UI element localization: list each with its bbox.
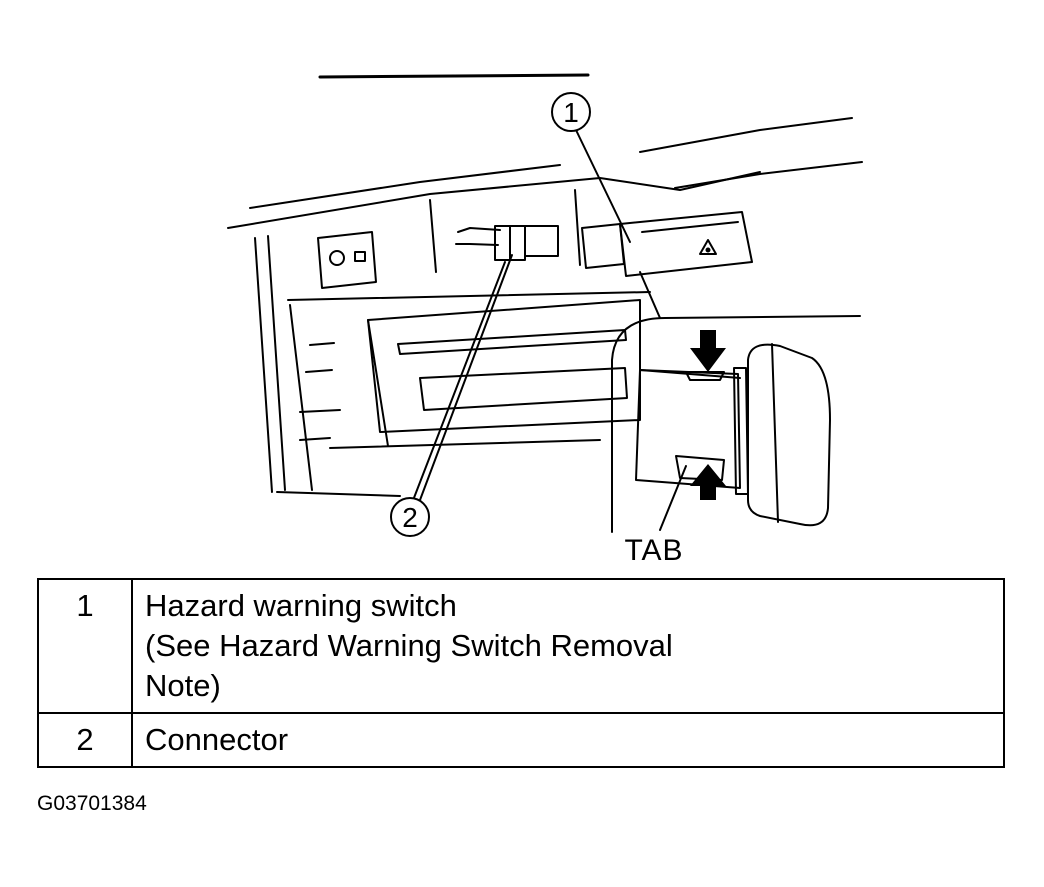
console-ridge <box>367 319 389 447</box>
top-edge-line <box>318 73 590 79</box>
panel-top-shelf <box>287 291 651 301</box>
radio-lower <box>329 439 601 449</box>
connector-wires <box>455 227 501 246</box>
inset-collar <box>733 367 749 495</box>
inset-switch-ridge <box>771 343 779 523</box>
dash-upper-edge <box>639 117 853 153</box>
inset-switch-housing <box>635 369 741 489</box>
legend-line: Hazard warning switch <box>145 588 457 623</box>
hazard-triangle <box>699 239 717 255</box>
table-row: 1 Hazard warning switch (See Hazard Warn… <box>37 578 1005 714</box>
table-row: 2 Connector <box>37 712 1005 768</box>
figure-id: G03701384 <box>37 792 147 815</box>
radio-slot-1 <box>397 329 627 355</box>
switch-face <box>641 221 739 233</box>
switch-body <box>619 211 753 277</box>
panel-bottom-line <box>276 491 401 497</box>
leader-2a <box>419 254 513 501</box>
legend-line: Note) <box>145 668 221 703</box>
hazard-switch-diagram: 1 2 TAB <box>227 73 863 567</box>
bracket-hole-round <box>329 250 345 266</box>
inset-housing-top <box>639 369 741 379</box>
opening-left <box>429 199 437 273</box>
tab-leader <box>659 465 687 531</box>
panel-inner-left <box>289 304 313 491</box>
callout-1: 1 <box>551 92 591 132</box>
legend-description: Hazard warning switch (See Hazard Warnin… <box>131 578 1005 714</box>
inset-tab-lower <box>675 455 725 481</box>
connector-body-side <box>524 225 559 257</box>
bracket <box>317 231 377 289</box>
callout-2-label: 2 <box>402 502 418 533</box>
leader-1 <box>575 129 631 243</box>
legend-number: 2 <box>37 712 133 768</box>
legend-description: Connector <box>131 712 1005 768</box>
radio-outline <box>367 299 641 433</box>
panel-left-vertical-1 <box>254 237 273 493</box>
arrow-up-icon <box>690 464 726 500</box>
inset-tab-upper <box>685 371 725 381</box>
legend-line: (See Hazard Warning Switch Removal <box>145 628 673 663</box>
radio-slot-2 <box>419 367 628 411</box>
callout-2: 2 <box>390 497 430 537</box>
opening-right <box>574 189 581 266</box>
radio-lower-2 <box>299 342 341 441</box>
dash-mid-edge <box>249 164 561 209</box>
tab-label: TAB <box>624 534 683 567</box>
link-line <box>639 271 661 319</box>
inset-frame <box>611 315 861 533</box>
switch-back <box>581 223 625 269</box>
inset-switch-face <box>747 343 831 527</box>
arrow-down-icon <box>690 330 726 372</box>
dash-edge-3 <box>674 161 863 189</box>
legend-number: 1 <box>37 578 133 714</box>
panel-left-vertical-2 <box>267 235 286 491</box>
bracket-hole-square <box>354 251 366 262</box>
legend-line: Connector <box>145 722 289 757</box>
callout-1-label: 1 <box>563 97 579 128</box>
legend-table: 1 Hazard warning switch (See Hazard Warn… <box>37 578 1005 768</box>
leader-2b <box>411 261 506 504</box>
